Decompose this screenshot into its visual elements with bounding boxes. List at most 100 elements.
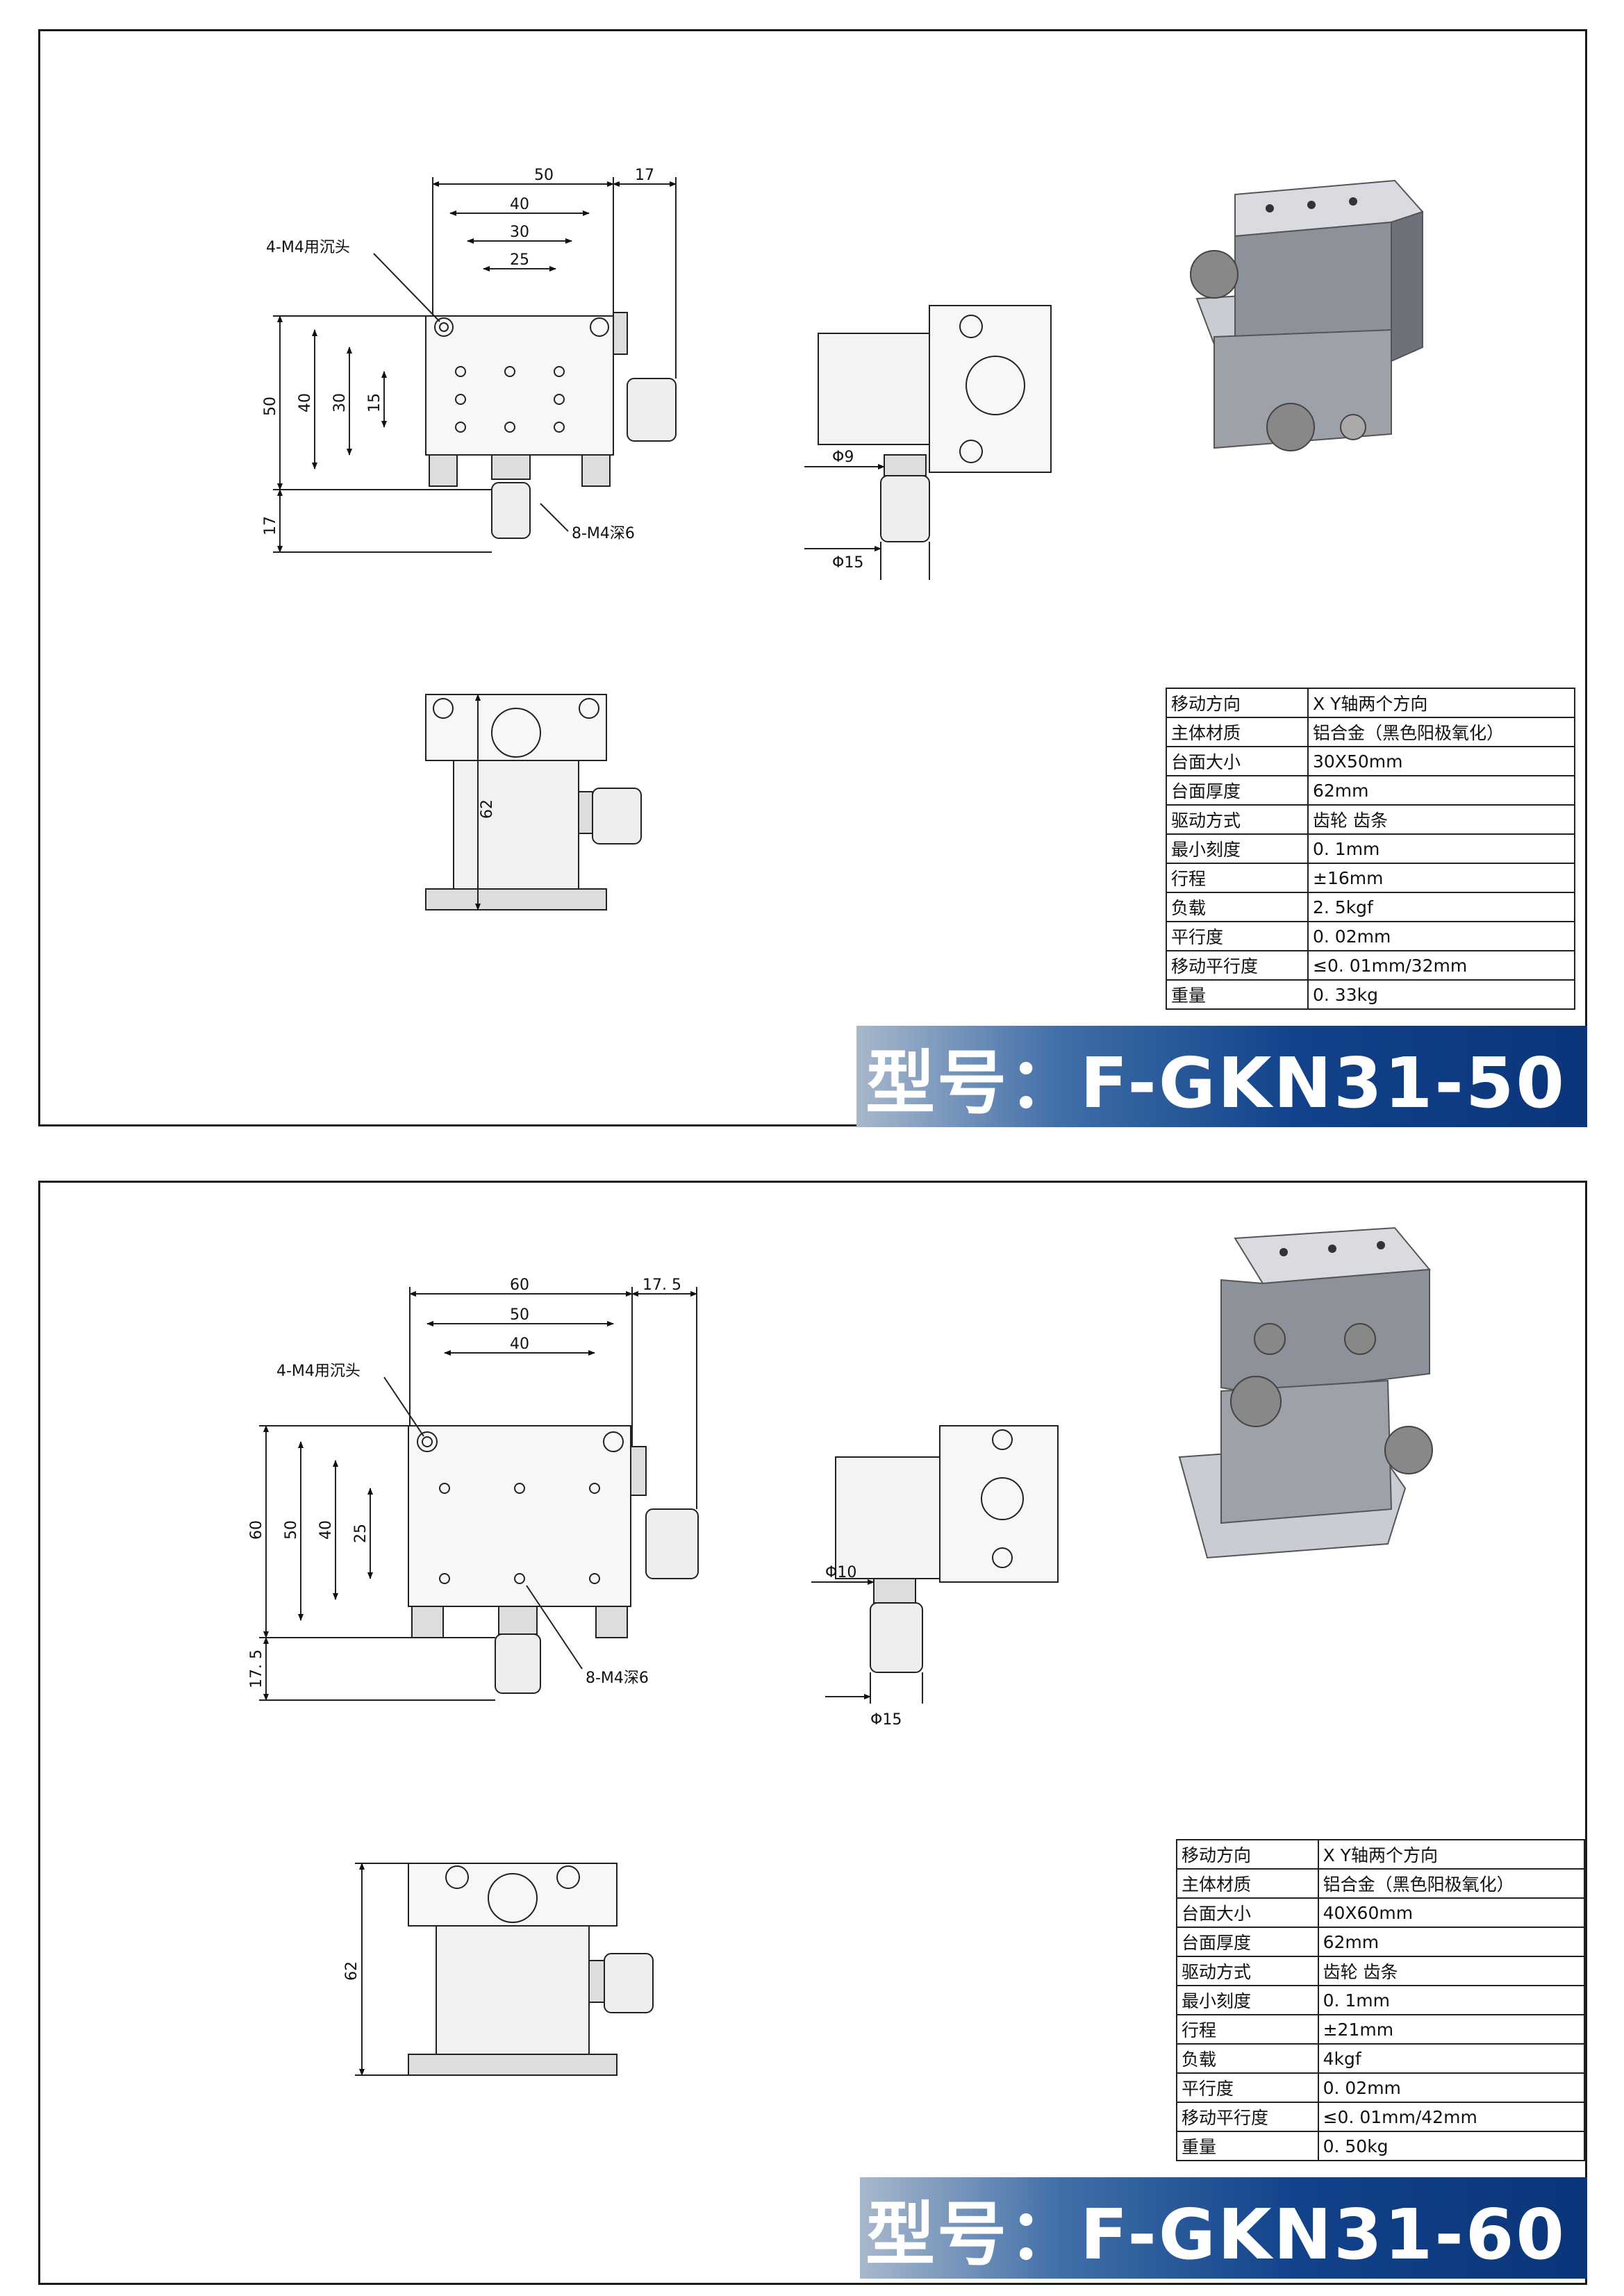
spec-value: ±16mm: [1307, 863, 1575, 893]
spec-key: 重量: [1166, 979, 1309, 1010]
model-banner-2: 型号：F-GKN31-60: [860, 2177, 1587, 2279]
spec-key: 驱动方式: [1176, 1956, 1319, 1986]
spec-key: 移动平行度: [1166, 950, 1309, 981]
callout-tapped: 8-M4深6: [586, 1670, 649, 1687]
dim-v4: 25: [352, 1524, 370, 1543]
spec-key: 平行度: [1166, 921, 1309, 951]
front-view: [425, 694, 642, 910]
spec-row: 移动平行度≤0. 01mm/32mm: [1166, 950, 1575, 981]
callout-counterbore: 4-M4用沉头: [266, 239, 350, 256]
spec-value: 40X60mm: [1317, 1897, 1586, 1928]
spec-value: 0. 02mm: [1317, 2072, 1586, 2103]
spec-value: 铝合金（黑色阳极氧化）: [1317, 1868, 1586, 1899]
spec-value: 0. 1mm: [1317, 1985, 1586, 2015]
spec-value: 齿轮 齿条: [1317, 1956, 1586, 1986]
spec-value: 0. 33kg: [1307, 979, 1575, 1010]
spec-value: 铝合金（黑色阳极氧化）: [1307, 717, 1575, 747]
model-title: 型号：F-GKN31-60: [865, 2193, 1566, 2275]
spec-value: 4kgf: [1317, 2043, 1586, 2074]
dimension-labels-2: 60 50 40 17. 5 60 50 40 25 17. 5 4-M4用沉头…: [248, 1276, 902, 1981]
dim-h2: 40: [510, 196, 529, 213]
spec-key: 驱动方式: [1166, 804, 1309, 835]
dim-shaft-dia: Φ15: [832, 554, 863, 572]
dim-height: 62: [479, 799, 496, 819]
top-view: [259, 1287, 699, 1701]
spec-key: 台面厚度: [1166, 775, 1309, 806]
side-view: [811, 1425, 1059, 1704]
spec-row: 主体材质铝合金（黑色阳极氧化）: [1166, 717, 1575, 747]
dim-knob-dia: Φ9: [832, 449, 854, 466]
spec-row: 移动平行度≤0. 01mm/42mm: [1176, 2102, 1586, 2132]
dim-h1: 60: [510, 1276, 529, 1294]
top-view: [273, 177, 677, 553]
iso-render: [1178, 1226, 1433, 1559]
side-view: [804, 305, 1052, 580]
callout-tapped: 8-M4深6: [572, 525, 635, 542]
spec-value: 0. 50kg: [1317, 2131, 1586, 2161]
spec-value: ≤0. 01mm/32mm: [1307, 950, 1575, 981]
model-title: 型号：F-GKN31-50: [865, 1042, 1566, 1124]
dim-side: 17. 5: [643, 1276, 681, 1294]
dim-h4: 25: [510, 251, 529, 269]
spec-value: 0. 02mm: [1307, 921, 1575, 951]
spec-value: 62mm: [1317, 1927, 1586, 1957]
dim-v1: 50: [262, 397, 279, 416]
technical-drawing-2: [259, 1226, 1433, 2076]
dim-knob: 17: [262, 516, 279, 535]
front-view: [355, 1863, 654, 2076]
spec-key: 最小刻度: [1166, 833, 1309, 864]
spec-row: 主体材质铝合金（黑色阳极氧化）: [1176, 1868, 1586, 1899]
spec-value: 62mm: [1307, 775, 1575, 806]
dim-v2: 50: [283, 1520, 300, 1540]
dim-h3: 40: [510, 1336, 529, 1353]
dim-shaft-dia: Φ15: [870, 1711, 902, 1729]
spec-row: 驱动方式齿轮 齿条: [1166, 804, 1575, 835]
spec-value: X Y轴两个方向: [1317, 1839, 1586, 1870]
dimension-labels-1: 50 40 30 25 17 50 40 30 15 17 4-M4用沉头 8-…: [262, 167, 863, 819]
iso-render: [1190, 179, 1424, 451]
spec-value: 2. 5kgf: [1307, 892, 1575, 922]
technical-drawing-1: [273, 177, 1424, 910]
dim-v3: 40: [317, 1520, 335, 1540]
drawing-sheet-2: 60 50 40 17. 5 60 50 40 25 17. 5 4-M4用沉头…: [38, 1181, 1587, 2285]
spec-value: 齿轮 齿条: [1307, 804, 1575, 835]
spec-key: 行程: [1166, 863, 1309, 893]
dim-v3: 30: [331, 393, 349, 413]
spec-key: 重量: [1176, 2131, 1319, 2161]
dim-h2: 50: [510, 1306, 529, 1324]
spec-value: ±21mm: [1317, 2014, 1586, 2045]
dim-v1: 60: [248, 1520, 265, 1540]
dim-h1: 50: [534, 167, 554, 184]
dim-h3: 30: [510, 224, 529, 241]
dim-knob-dia: Φ10: [825, 1564, 856, 1581]
spec-key: 移动方向: [1176, 1839, 1319, 1870]
spec-key: 移动方向: [1166, 688, 1309, 718]
spec-key: 平行度: [1176, 2072, 1319, 2103]
spec-key: 台面大小: [1166, 746, 1309, 776]
dim-knob: 17. 5: [248, 1649, 265, 1688]
spec-value: ≤0. 01mm/42mm: [1317, 2102, 1586, 2132]
spec-key: 台面大小: [1176, 1897, 1319, 1928]
spec-key: 负载: [1166, 892, 1309, 922]
spec-key: 最小刻度: [1176, 1985, 1319, 2015]
drawing-sheet-1: 50 40 30 25 17 50 40 30 15 17 4-M4用沉头 8-…: [38, 29, 1587, 1127]
dim-v2: 40: [297, 393, 314, 413]
dim-side: 17: [635, 167, 654, 184]
